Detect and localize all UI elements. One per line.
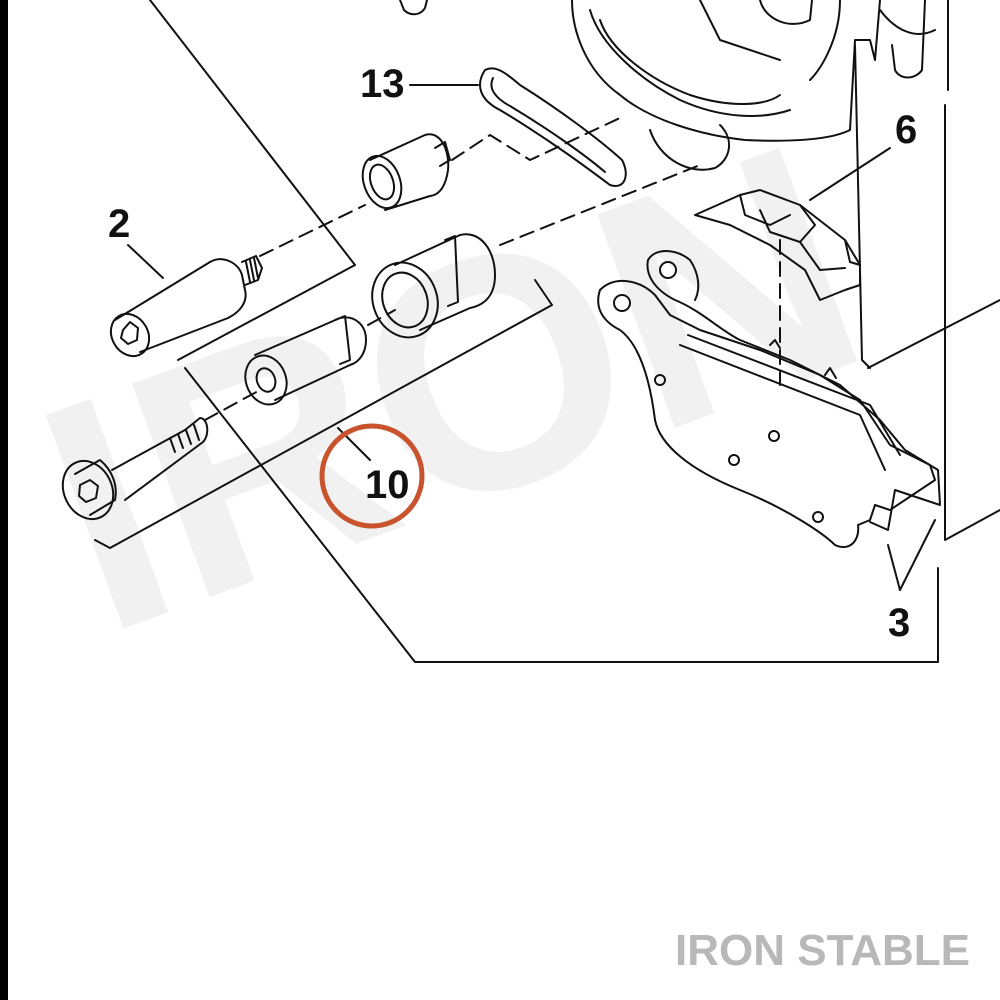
callout-10: 10 bbox=[365, 463, 410, 507]
bolt bbox=[61, 417, 209, 521]
brand-watermark: IRON STABLE bbox=[675, 926, 970, 975]
leader-6 bbox=[809, 147, 891, 201]
leader-3 bbox=[887, 519, 936, 591]
caliper-body bbox=[399, 0, 1000, 541]
highlight-circle bbox=[319, 423, 425, 529]
callout-2: 2 bbox=[108, 202, 130, 246]
callout-13: 13 bbox=[360, 62, 405, 106]
watermark-text: IRON bbox=[8, 73, 902, 702]
alignment-lines bbox=[204, 117, 781, 421]
callout-6: 6 bbox=[895, 108, 917, 152]
bracket-line-10 bbox=[94, 279, 553, 549]
bushing-large bbox=[371, 233, 496, 339]
bracket-line-3 bbox=[184, 367, 939, 663]
bushing-top bbox=[361, 133, 451, 211]
leader-2 bbox=[127, 244, 164, 279]
callout-3: 3 bbox=[888, 601, 910, 645]
sleeve bbox=[244, 315, 367, 406]
bracket-line-2 bbox=[149, 0, 356, 361]
parts-diagram-sheet: IRON bbox=[8, 0, 1000, 1000]
guide-pin-part-2 bbox=[109, 255, 263, 358]
exploded-parts-diagram: IRON bbox=[8, 0, 1000, 702]
seal-part-13 bbox=[479, 67, 627, 187]
clip-part-6 bbox=[694, 189, 861, 301]
brake-pads-part-3 bbox=[597, 250, 941, 548]
